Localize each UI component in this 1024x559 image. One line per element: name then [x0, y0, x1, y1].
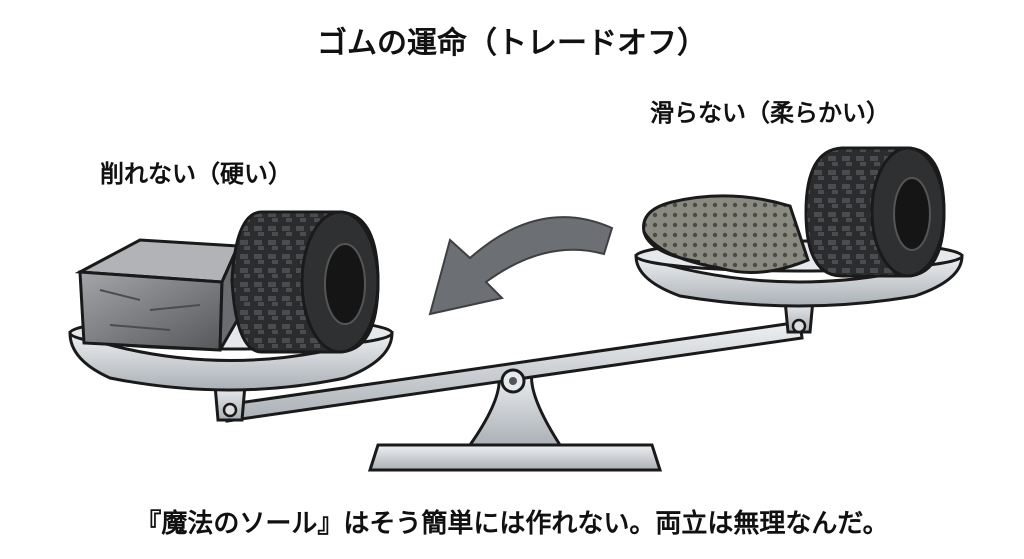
curved-arrow-icon: [428, 216, 614, 316]
rubber-sheet-icon: [642, 194, 810, 274]
stone-block-icon: [74, 238, 244, 352]
label-hard-wear: 削れない（硬い）: [100, 160, 292, 188]
rugged-tire-icon: [230, 210, 380, 354]
caption-text: 『魔法のソール』はそう簡単には作れない。両立は無理なんだ。: [135, 509, 889, 539]
label-soft-grip: 滑らない（柔らかい）: [650, 99, 890, 127]
scale-base: [367, 370, 663, 472]
winter-tire-icon: [804, 146, 946, 278]
page-title: ゴムの運命（トレードオフ）: [317, 26, 707, 61]
